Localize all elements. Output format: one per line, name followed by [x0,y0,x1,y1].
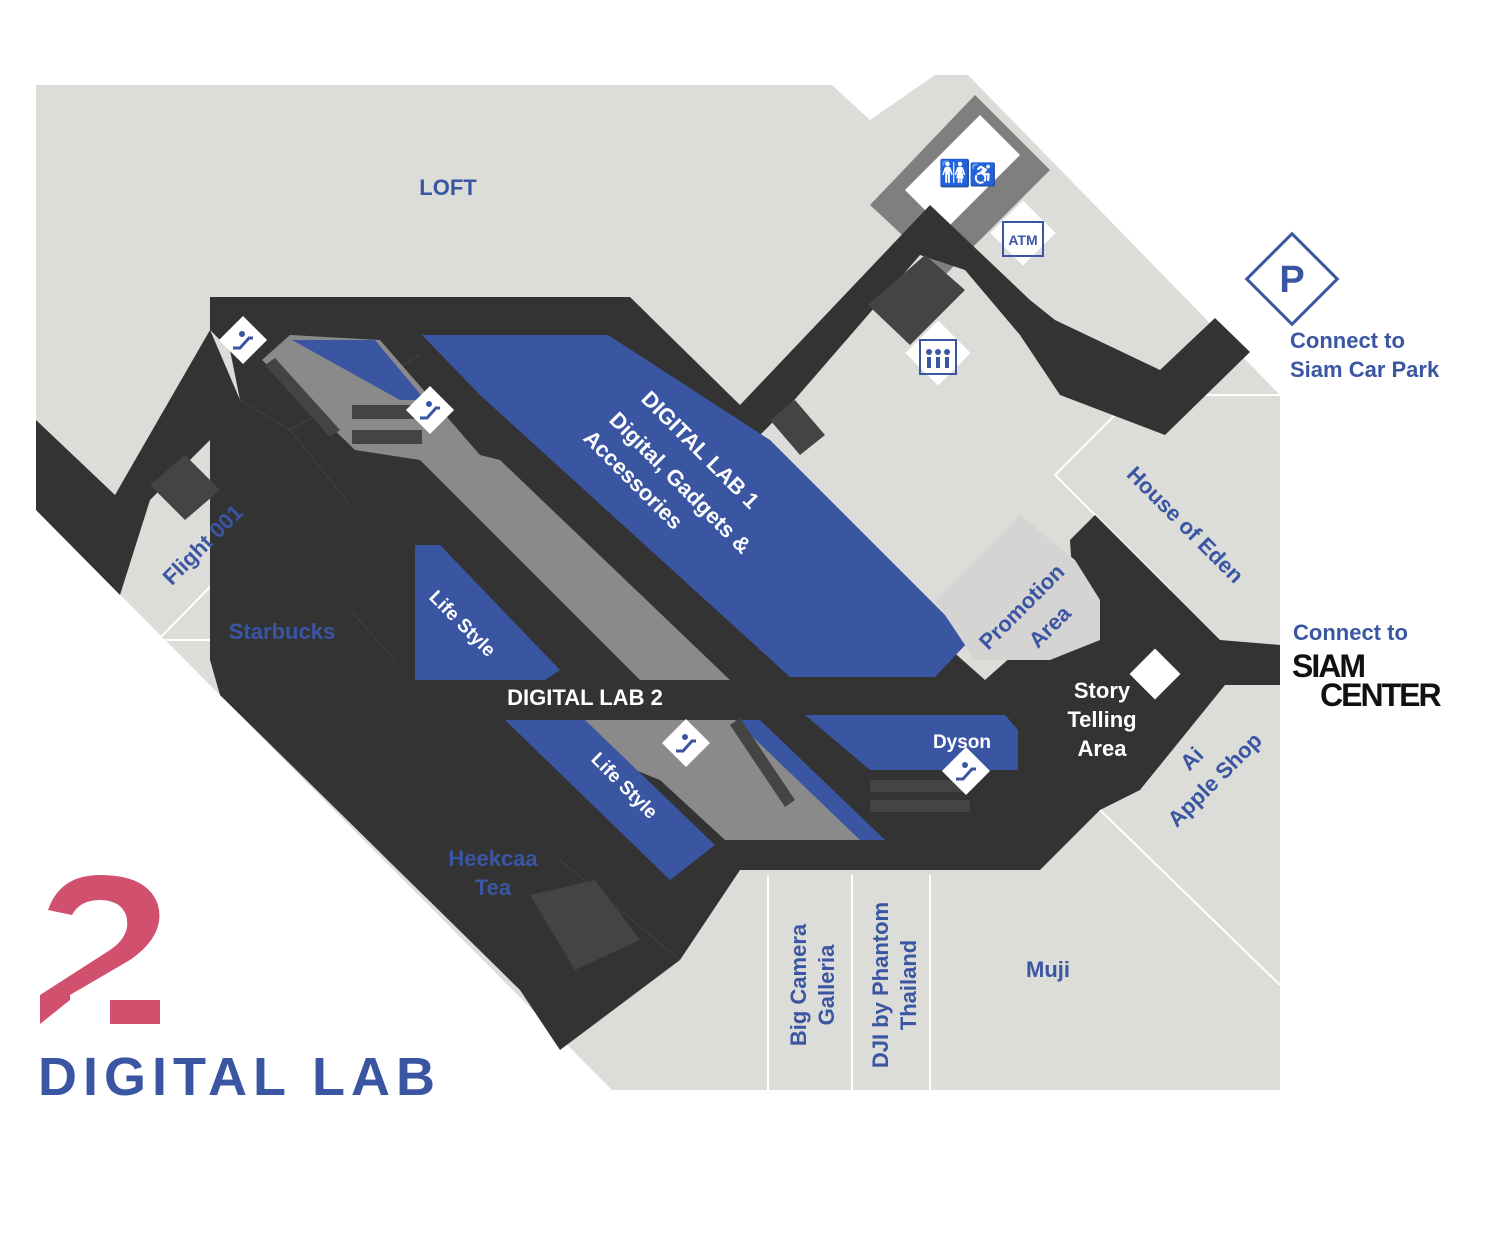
digital-lab-logo: DIGITAL LAB [38,875,441,1107]
carpark-connect-line2[interactable]: Siam Car Park [1290,357,1440,382]
carpark-connect-line1[interactable]: Connect to [1290,328,1405,353]
zone-digital-lab-1[interactable] [422,335,970,677]
store-big-camera-line1[interactable]: Big Camera [786,923,811,1046]
siamcenter-connect-label[interactable]: Connect to [1293,620,1408,645]
logo-numeral-base [110,1000,160,1024]
logo-wordmark: DIGITAL LAB [38,1047,441,1107]
promotion-area[interactable] [935,515,1100,660]
zone-life-style-a[interactable] [415,545,560,680]
escalator-icon[interactable] [218,315,268,365]
svg-text:P: P [1279,259,1304,301]
store-dyson[interactable]: Dyson [933,732,991,753]
store-heekcaa-line2[interactable]: Tea [475,875,512,900]
logo-numeral-two [40,875,160,1024]
atrium-void-upper [262,335,730,680]
zone-right-strip [735,720,885,840]
escalator-icon[interactable] [661,718,711,768]
parking-icon[interactable]: P [1244,231,1340,327]
store-dji-line1[interactable]: DJI by Phantom [868,902,893,1068]
story-telling-line3: Area [1078,736,1128,761]
elevator-icon [919,339,957,375]
store-muji[interactable]: Muji [1026,957,1070,982]
siamcenter-logo-line1: SIAM [1292,648,1364,684]
siamcenter-logo-line2: CENTER [1320,677,1441,713]
restroom-icon: 🚻 [939,158,971,188]
story-telling-line2: Telling [1067,707,1136,732]
store-loft[interactable]: LOFT [419,175,477,200]
wheelchair-icon: ♿ [969,162,996,187]
zone-life-style-b[interactable] [505,720,715,880]
digital-lab-2-title: DIGITAL LAB 2 [507,685,663,710]
story-telling-line1: Story [1074,678,1131,703]
atm-icon: ATM [1008,232,1037,248]
escalator-icon[interactable] [405,385,455,435]
story-telling-marker [1129,648,1181,700]
restroom-facility[interactable]: 🚻 ♿ [939,158,997,188]
store-dji-line2[interactable]: Thailand [896,940,921,1030]
atm-facility[interactable]: ATM [990,200,1056,266]
escalator-icon[interactable] [941,746,991,796]
zone-upper-strip [292,340,425,400]
store-starbucks[interactable]: Starbucks [229,619,335,644]
store-heekcaa-line1[interactable]: Heekcaa [448,846,538,871]
escalator-strips [150,255,970,970]
restroom-room [905,115,1020,230]
elevator-facility[interactable] [905,320,971,386]
store-big-camera-line2[interactable]: Galleria [814,944,839,1025]
